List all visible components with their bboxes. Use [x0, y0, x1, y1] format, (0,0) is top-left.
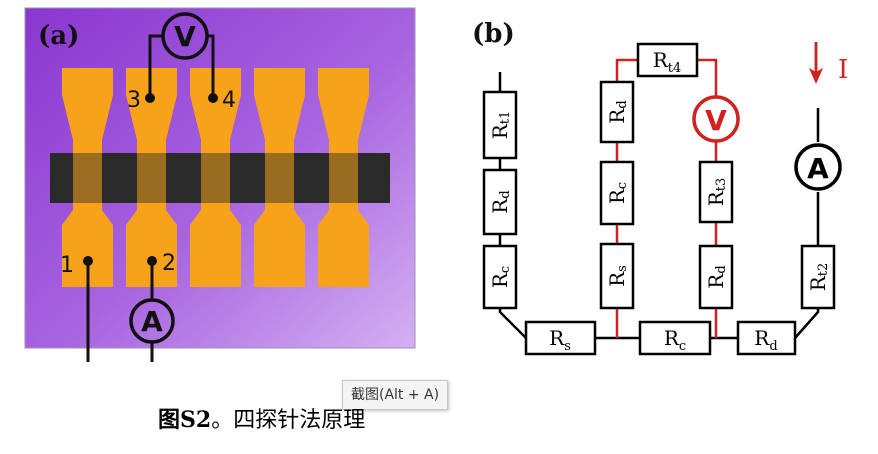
screenshot-tooltip: 截图(Alt + A) — [342, 380, 449, 410]
probe-1-dot — [83, 256, 93, 266]
probe-2-dot — [147, 256, 157, 266]
resistor-rc-bottom — [638, 320, 712, 356]
probe-3-label: 3 — [127, 88, 141, 113]
label-rd-bottom: Rd — [754, 326, 777, 354]
probe-1-label: 1 — [60, 253, 74, 278]
resistor-rt3 — [698, 160, 734, 224]
label-rd-right: Rd — [704, 265, 729, 288]
ammeter-symbol: A — [141, 305, 163, 338]
resistor-rt4 — [636, 42, 699, 78]
resistor-rs-mid — [599, 242, 635, 310]
current-arrow-icon — [809, 68, 823, 84]
resistor-rc-left — [482, 244, 518, 310]
red-wiring — [615, 58, 718, 338]
resistor-boxes — [482, 42, 836, 356]
label-rs-bottom: Rs — [549, 326, 571, 354]
panel-a: (a) V 3 4 1 2 A — [24, 7, 416, 362]
black-wiring — [498, 42, 820, 340]
label-rt3: Rt3 — [704, 178, 729, 207]
voltmeter-icon — [161, 12, 209, 60]
resistor-rd-right — [698, 244, 734, 310]
voltmeter-b-icon — [692, 95, 740, 143]
resistor-rt1 — [482, 90, 518, 160]
voltmeter-b-symbol: V — [705, 104, 727, 137]
electrode-overlap — [73, 153, 358, 203]
resistor-rd-mid — [599, 80, 635, 144]
label-rc-mid: Rc — [605, 182, 630, 204]
panel-b-label: (b) — [472, 19, 515, 49]
ammeter-b-symbol: A — [807, 152, 829, 185]
label-rc-left: Rc — [488, 266, 513, 288]
label-rc-bottom: Rc — [664, 326, 686, 354]
label-rt1: Rt1 — [488, 111, 513, 140]
probe-2-label: 2 — [162, 251, 176, 276]
label-rd-mid: Rd — [605, 100, 630, 123]
resistor-rs-bottom — [524, 320, 597, 356]
caption-text: 。四探针法原理 — [211, 408, 366, 433]
panel-b: (b) I — [472, 19, 848, 356]
label-rd-left: Rd — [488, 190, 513, 213]
ammeter-b-icon — [794, 143, 842, 191]
resistor-rd-bottom — [736, 320, 797, 356]
voltmeter-wire — [148, 34, 215, 98]
resistor-rc-mid — [599, 160, 635, 226]
current-label: I — [838, 55, 848, 85]
probe-4-label: 4 — [222, 88, 236, 113]
probe-4-dot — [208, 93, 218, 103]
panel-a-label: (a) — [38, 21, 79, 51]
figure-caption: 图S2。四探针法原理 — [158, 402, 365, 434]
resistor-rd-left — [482, 168, 518, 236]
label-rt4: Rt4 — [653, 48, 682, 76]
resistor-labels-horizontal: Rt4 Rs Rc Rd — [549, 48, 778, 354]
resistor-labels: Rt1 Rd Rc Rd Rc Rs Rt3 Rd Rt2 — [488, 100, 831, 291]
probe-3-dot — [145, 93, 155, 103]
caption-figure-number: 图S2 — [158, 407, 212, 433]
ammeter-icon — [129, 298, 175, 344]
ammeter-wire — [86, 261, 154, 362]
label-rt2: Rt2 — [806, 263, 831, 292]
resistor-rt2 — [800, 244, 836, 310]
label-rs-mid: Rs — [605, 265, 630, 287]
voltmeter-symbol: V — [174, 20, 196, 53]
